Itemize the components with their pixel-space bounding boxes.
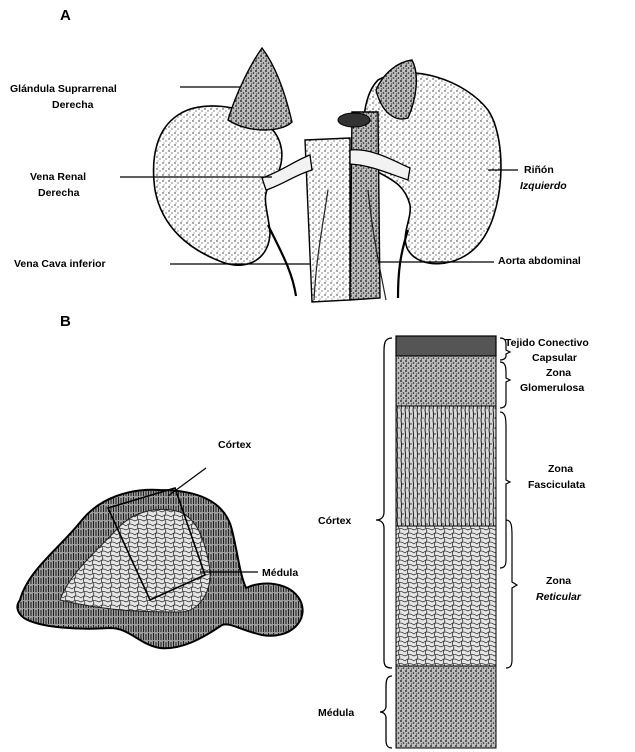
medulla-bracket	[380, 676, 392, 748]
cortex-column-label: Córtex	[318, 515, 351, 527]
reticular-label-line1: Zona	[546, 575, 571, 587]
panel-b-letter: B	[60, 313, 71, 330]
medulla-small-label: Médula	[262, 567, 298, 579]
capsule-layer	[396, 336, 496, 356]
cortex-bracket	[376, 338, 392, 668]
capsule-label-line1: Tejido Conectivo	[505, 337, 589, 349]
renal-vein-label-line2: Derecha	[38, 187, 80, 199]
glomerulosa-bracket	[500, 362, 510, 408]
capsule-label-line2: Capsular	[532, 352, 577, 364]
right-ureter-shape	[268, 225, 296, 296]
reticular-bracket	[506, 520, 517, 668]
aorta-label: Aorta abdominal	[498, 255, 581, 267]
fasciculata-label-line1: Zona	[548, 463, 573, 475]
cortex-small-label: Córtex	[218, 439, 251, 451]
fasciculata-layer	[396, 406, 496, 526]
glomerulosa-label-line1: Zona	[546, 367, 571, 379]
reticular-label-line2: Reticular	[536, 591, 582, 603]
right-adrenal-shape	[228, 48, 292, 130]
kidney-label-line1: Riñón	[524, 164, 554, 176]
kidney-label-line2: Izquierdo	[520, 180, 567, 192]
reticular-layer	[396, 526, 496, 666]
panel-a-letter: A	[60, 7, 71, 24]
fasciculata-label-line2: Fasciculata	[528, 479, 585, 491]
vena-cava-shape	[305, 138, 350, 302]
glomerulosa-label-line2: Glomerulosa	[520, 382, 584, 394]
adrenal-label-line2: Derecha	[52, 99, 94, 111]
medulla-column-label: Médula	[318, 707, 354, 719]
celiac-trunk-shape	[338, 113, 370, 127]
aorta-shape	[350, 112, 380, 300]
vena-cava-label: Vena Cava inferior	[14, 258, 106, 270]
medulla-layer	[396, 666, 496, 748]
renal-vein-label-line1: Vena Renal	[30, 171, 86, 183]
adrenal-label-line1: Glándula Suprarrenal	[10, 83, 117, 95]
fasciculata-bracket	[500, 412, 510, 568]
glomerulosa-layer	[396, 356, 496, 406]
